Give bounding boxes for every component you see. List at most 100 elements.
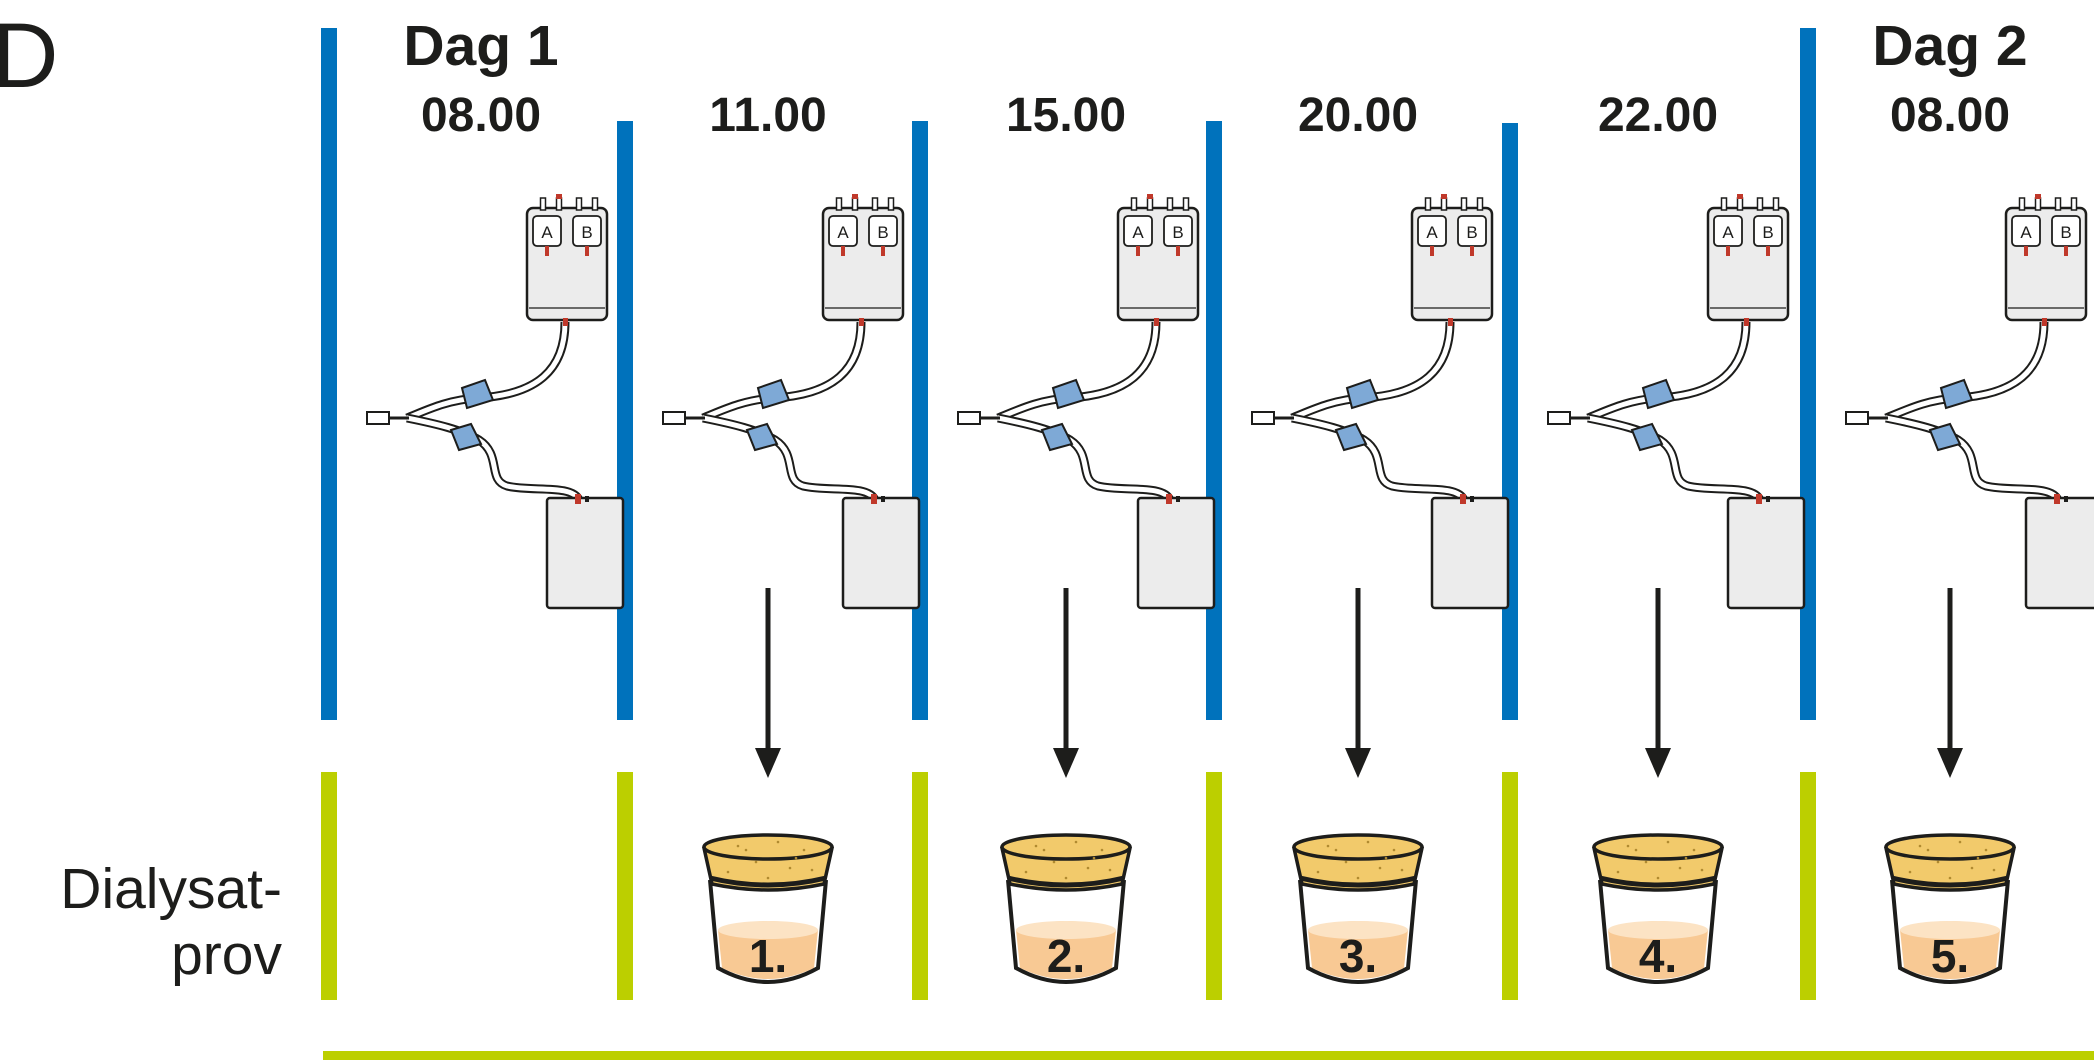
lid-rim — [1299, 875, 1417, 888]
drain-bag — [1726, 496, 1806, 610]
time-label: 15.00 — [1005, 89, 1127, 142]
drain-port — [1460, 494, 1466, 504]
time-label: 08.00 — [1889, 89, 2011, 142]
arrow-head — [1345, 748, 1371, 778]
liquid-surface — [1608, 921, 1708, 939]
time-label: 08.00 — [420, 89, 542, 142]
lid-speckle — [1344, 860, 1348, 864]
blue-divider — [617, 121, 633, 720]
lid-speckle — [1678, 866, 1682, 870]
bag-port — [1772, 197, 1780, 211]
green-divider — [1800, 772, 1816, 1000]
lid-speckle — [1400, 868, 1404, 872]
bag-port — [2054, 197, 2062, 211]
bag-port — [2018, 197, 2026, 211]
tube — [997, 415, 1173, 502]
blue-divider — [321, 28, 337, 720]
bag-port — [887, 197, 895, 211]
compartment-b-label: B — [1762, 223, 1773, 242]
green-divider — [1502, 772, 1518, 1000]
port-cap — [2035, 194, 2041, 199]
lid-speckle — [1074, 840, 1078, 844]
liquid-surface — [1016, 921, 1116, 939]
lid-rim — [709, 875, 827, 888]
tube — [1587, 415, 1763, 502]
down-arrow — [1053, 588, 1079, 778]
tube-outline — [701, 321, 866, 423]
drain-bag — [2024, 496, 2094, 610]
sample-cup: 1. — [701, 833, 835, 984]
compartment-b-label: B — [2060, 223, 2071, 242]
lid-speckle — [1908, 870, 1912, 874]
bag-port — [835, 197, 843, 211]
arrow-head — [1937, 748, 1963, 778]
compartment-b-label: B — [1172, 223, 1183, 242]
luer-connector — [366, 411, 390, 425]
drain-bag — [1136, 496, 1216, 610]
bag-port — [539, 197, 547, 211]
lid-speckle — [1984, 848, 1988, 852]
bag-port — [1440, 197, 1448, 211]
cup-body — [1890, 879, 2010, 984]
lid-speckle — [1092, 856, 1096, 860]
liquid-surface — [718, 921, 818, 939]
drain-vent — [1766, 496, 1770, 502]
drain-port — [575, 494, 581, 504]
bag-port — [1720, 197, 1728, 211]
down-arrow — [1345, 588, 1371, 778]
compartment-b-label: B — [877, 223, 888, 242]
outlet-red — [1744, 318, 1749, 326]
lid-speckle — [1626, 844, 1630, 848]
bag-port — [555, 197, 563, 211]
lid-speckle — [1948, 876, 1952, 880]
outlet-red — [563, 318, 568, 326]
bag-port — [1736, 197, 1744, 211]
tube — [406, 321, 568, 421]
luer-connector — [1547, 411, 1571, 425]
line-clamp — [449, 422, 483, 452]
compartment-b-label: B — [1466, 223, 1477, 242]
lid-speckle — [1064, 876, 1068, 880]
line-clamp — [756, 378, 791, 410]
sample-number: 4. — [1639, 930, 1677, 982]
day-label: Dag 1 — [403, 14, 559, 78]
arrow-head — [755, 748, 781, 778]
arrow-head — [1053, 748, 1079, 778]
tube — [406, 415, 582, 502]
drain-port — [1756, 494, 1762, 504]
cup-lid-top — [1000, 833, 1132, 861]
luer-connector — [957, 411, 981, 425]
lid-speckle — [1086, 866, 1090, 870]
lid-speckle — [1108, 868, 1112, 872]
time-label: 22.00 — [1597, 89, 1719, 142]
seal-red — [841, 246, 845, 256]
tube-outline — [405, 321, 570, 423]
lid-speckle — [1666, 840, 1670, 844]
arrow-head — [1645, 748, 1671, 778]
bag-port — [1130, 197, 1138, 211]
port-cap — [852, 194, 858, 199]
lid-speckle — [1052, 860, 1056, 864]
lid-speckle — [1024, 870, 1028, 874]
outlet-red — [1154, 318, 1159, 326]
lid-speckle — [1918, 844, 1922, 848]
drain-bag — [1430, 496, 1510, 610]
seal-red — [1430, 246, 1434, 256]
bag-port — [1476, 197, 1484, 211]
down-arrow — [755, 588, 781, 778]
lid-speckle — [1976, 856, 1980, 860]
lid-rim — [1599, 875, 1717, 888]
lid-speckle — [1034, 844, 1038, 848]
lid-speckle — [1100, 848, 1104, 852]
sample-cup: 4. — [1591, 833, 1725, 984]
drain-vent — [1176, 496, 1180, 502]
tube-outline — [1290, 321, 1455, 423]
bag-port — [575, 197, 583, 211]
panel-letter: D — [0, 5, 59, 107]
cup-lid-top — [702, 833, 834, 861]
